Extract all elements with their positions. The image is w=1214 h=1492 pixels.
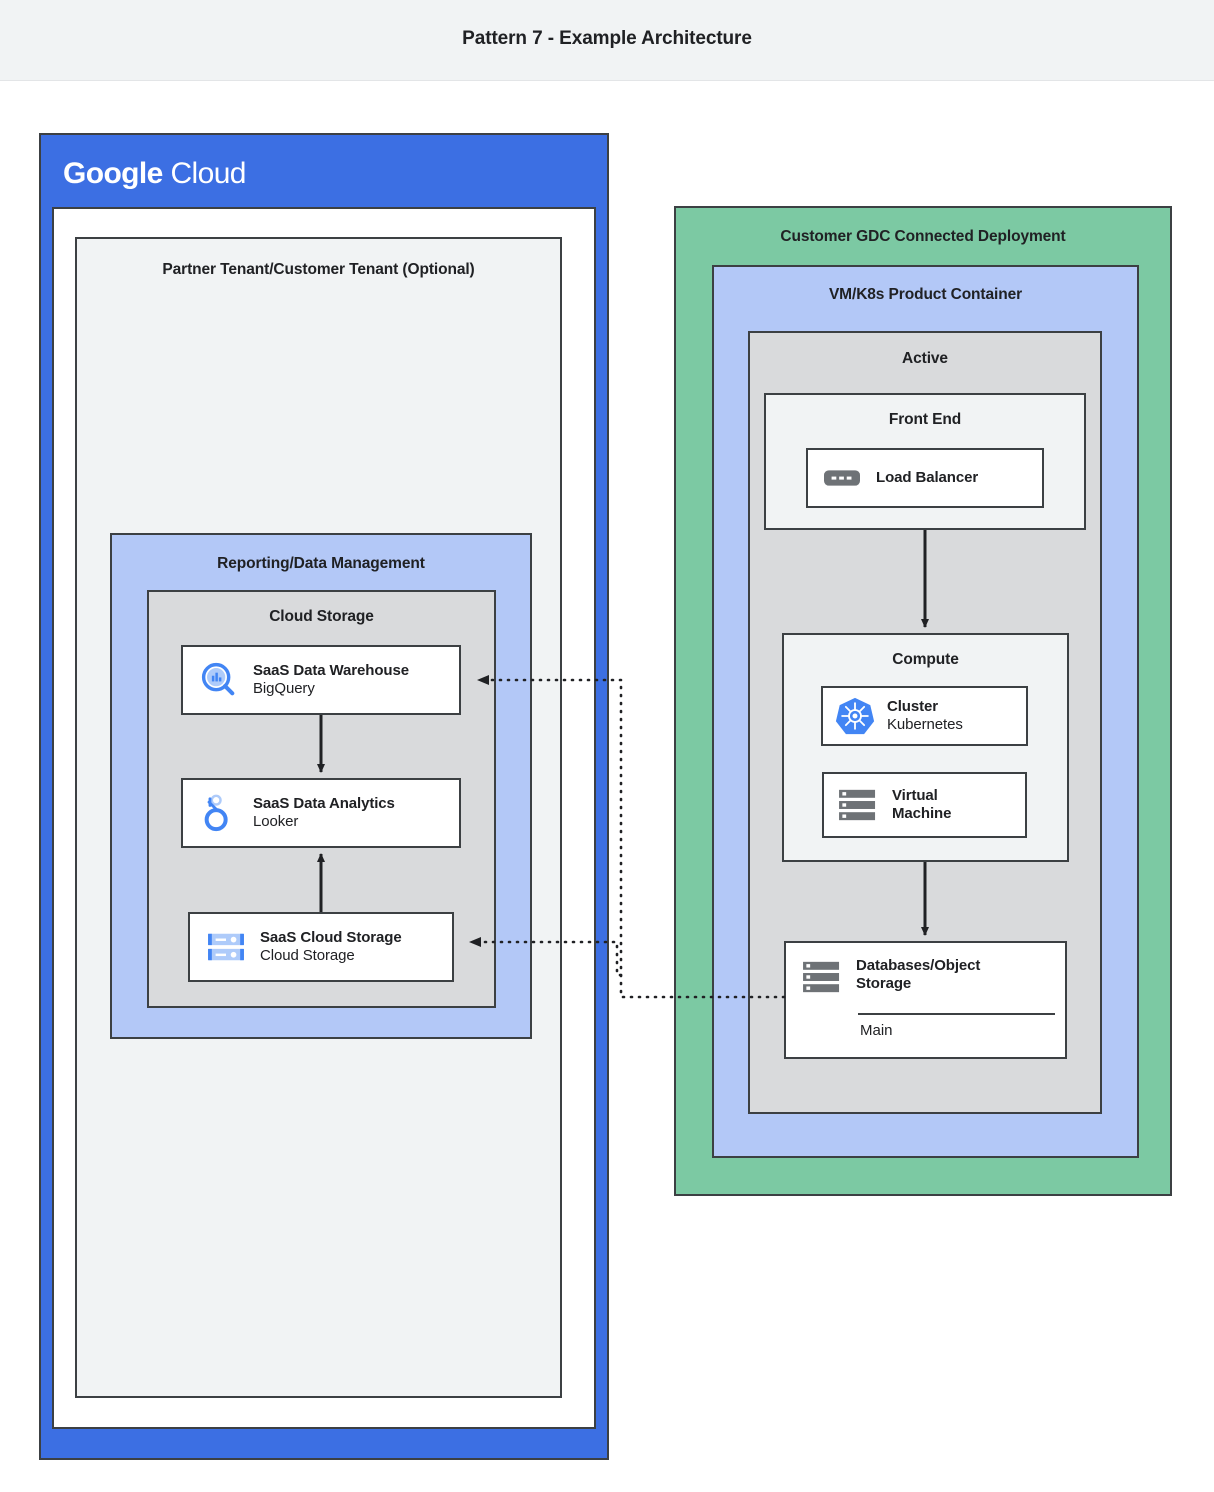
virtual-machine-node[interactable]: Virtual Machine — [822, 772, 1027, 838]
saas-cloud-storage-subtitle: Cloud Storage — [260, 947, 355, 964]
saas-cloud-storage-text: SaaS Cloud Storage Cloud Storage — [260, 929, 402, 966]
saas-cloud-storage-node[interactable]: SaaS Cloud Storage Cloud Storage — [188, 912, 454, 982]
databases-object-storage-divider — [858, 1013, 1055, 1015]
load-balancer-text: Load Balancer — [876, 469, 978, 487]
looker-icon — [197, 793, 241, 833]
cluster-text: Cluster Kubernetes — [887, 698, 963, 735]
kubernetes-icon — [833, 695, 877, 737]
google-cloud-logo-google: Google — [63, 157, 163, 190]
saas-data-analytics-subtitle: Looker — [253, 813, 299, 830]
virtual-machine-title-line2: Machine — [892, 805, 952, 822]
load-balancer-node[interactable]: Load Balancer — [806, 448, 1044, 508]
saas-data-warehouse-subtitle: BigQuery — [253, 680, 315, 697]
vm-k8s-product-container-title: VM/K8s Product Container — [828, 286, 1023, 303]
page-title: Pattern 7 - Example Architecture — [462, 28, 752, 49]
google-cloud-logo: Google Cloud — [63, 157, 246, 191]
saas-data-analytics-text: SaaS Data Analytics Looker — [253, 795, 395, 832]
saas-data-warehouse-title: SaaS Data Warehouse — [253, 661, 409, 679]
databases-object-storage-header: Databases/Object Storage — [800, 957, 1051, 995]
active-title: Active — [902, 350, 948, 367]
saas-data-analytics-title: SaaS Data Analytics — [253, 794, 395, 812]
cloud-storage-group-title: Cloud Storage — [269, 608, 374, 625]
front-end-title: Front End — [888, 411, 962, 428]
load-balancer-icon — [822, 468, 862, 488]
bigquery-icon — [197, 661, 241, 699]
compute-title: Compute — [892, 651, 959, 668]
cluster-node[interactable]: Cluster Kubernetes — [821, 686, 1028, 746]
header-bar — [0, 0, 1214, 81]
virtual-machine-text: Virtual Machine — [892, 787, 951, 824]
cluster-title: Cluster — [887, 697, 938, 715]
cloud-storage-icon — [202, 930, 250, 964]
databases-object-storage-text: Databases/Object Storage — [856, 957, 980, 994]
saas-data-warehouse-text: SaaS Data Warehouse BigQuery — [253, 662, 409, 699]
partner-tenant-title: Partner Tenant/Customer Tenant (Optional… — [162, 261, 475, 278]
customer-gdc-title: Customer GDC Connected Deployment — [780, 228, 1066, 245]
saas-data-warehouse-node[interactable]: SaaS Data Warehouse BigQuery — [181, 645, 461, 715]
databases-object-storage-node[interactable]: Databases/Object Storage Main — [784, 941, 1067, 1059]
load-balancer-title: Load Balancer — [876, 468, 979, 486]
virtual-machine-icon — [836, 787, 880, 823]
databases-object-storage-title-line1: Databases/Object — [856, 957, 981, 974]
database-storage-icon — [800, 959, 844, 995]
databases-object-storage-title-line2: Storage — [856, 975, 912, 993]
cluster-subtitle: Kubernetes — [887, 716, 963, 733]
databases-object-storage-footer: Main — [860, 1022, 893, 1039]
saas-cloud-storage-title: SaaS Cloud Storage — [260, 928, 402, 946]
saas-data-analytics-node[interactable]: SaaS Data Analytics Looker — [181, 778, 461, 848]
google-cloud-logo-cloud: Cloud — [170, 157, 246, 190]
virtual-machine-title-line1: Virtual — [892, 786, 938, 804]
reporting-data-management-title: Reporting/Data Management — [217, 555, 425, 572]
